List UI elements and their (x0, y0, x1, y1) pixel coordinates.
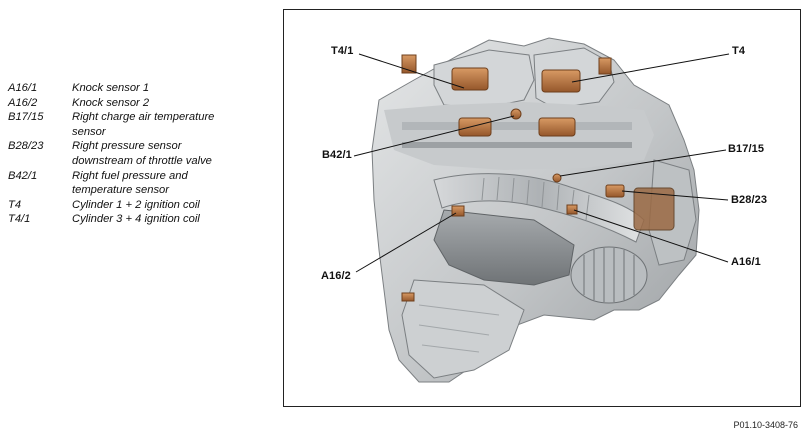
manifold-rail (402, 122, 632, 130)
callout-a16-1: A16/1 (731, 256, 761, 268)
legend-row: B28/23 Right pressure sensor downstream o… (8, 139, 276, 168)
callout-t4: T4 (732, 45, 746, 57)
legend-row: A16/1 Knock sensor 1 (8, 81, 276, 96)
callout-t4-1: T4/1 (331, 45, 354, 57)
manifold-rail (402, 142, 632, 148)
ignition-coil-t4-1 (451, 67, 489, 91)
copper-connector (401, 292, 415, 302)
ignition-coil-lower-left (458, 117, 492, 137)
legend-description: Knock sensor 2 (72, 96, 150, 109)
callout-b17-15: B17/15 (728, 143, 765, 155)
pressure-sensor-b28-23 (605, 184, 625, 198)
engine-illustration (353, 37, 730, 383)
leader-line-b28-23 (621, 190, 729, 201)
callout-a16-2: A16/2 (321, 270, 351, 282)
alternator (570, 246, 648, 304)
figure-reference: P01.10-3408-76 (733, 420, 798, 430)
legend-description: Knock sensor 1 (72, 82, 150, 94)
legend-code: B42/1 (8, 169, 38, 182)
legend-code: B17/15 (8, 111, 44, 124)
alternator-fins (583, 248, 635, 302)
legend-description: Cylinder 3 + 4 ignition coil (72, 213, 200, 226)
callout-b42-1: B42/1 (322, 149, 352, 161)
knock-sensor-a16-1 (566, 204, 578, 215)
legend-description: Right pressure sensor downstream of thro… (72, 140, 212, 167)
ignition-coil-t4 (541, 69, 581, 93)
engine-figure-frame: T4/1 T4 B42/1 B17/15 B28/23 A16/2 A16/1 (283, 9, 801, 407)
ignition-coil-lower-right (538, 117, 576, 137)
intake-manifold (384, 102, 654, 170)
legend-row: T4 Cylinder 1 + 2 ignition coil (8, 198, 276, 213)
leader-line-b17-15 (559, 149, 727, 177)
fuel-pressure-sensor-b42-1 (510, 108, 522, 120)
leader-line-a16-1 (573, 209, 729, 263)
crankcase (433, 209, 575, 286)
leader-lines (353, 53, 730, 273)
leader-line-a16-2 (355, 212, 457, 273)
callout-b28-23: B28/23 (731, 194, 768, 206)
legend-code: A16/1 (8, 82, 38, 94)
copper-connector (401, 54, 417, 74)
legend-description: Right charge air temperature sensor (72, 111, 215, 138)
legend-code: B28/23 (8, 140, 44, 153)
leader-line-t4-1 (358, 53, 465, 89)
legend-row: T4/1 Cylinder 3 + 4 ignition coil (8, 212, 276, 227)
legend-code: A16/2 (8, 96, 38, 109)
legend-row: B17/15 Right charge air temperature senso… (8, 110, 276, 139)
legend-description: Cylinder 1 + 2 ignition coil (72, 198, 200, 211)
leader-line-t4 (571, 53, 730, 83)
leader-line-b42-1 (353, 115, 515, 157)
oil-pan-ribs (418, 304, 500, 353)
copper-connector (598, 57, 612, 75)
oil-pan (401, 279, 525, 379)
charge-air-temp-sensor-b17-15 (552, 173, 562, 183)
legend-code: T4 (8, 198, 22, 211)
knock-sensor-a16-2 (451, 205, 465, 217)
charge-air-pipe (433, 173, 645, 243)
legend-row: A16/2 Knock sensor 2 (8, 96, 276, 111)
legend-row: B42/1 Right fuel pressure and temperature… (8, 169, 276, 198)
throttle-housing (633, 187, 675, 231)
legend-description: Right fuel pressure and temperature sens… (72, 169, 188, 197)
legend-code: T4/1 (8, 213, 31, 226)
pipe-ribs (481, 176, 590, 221)
